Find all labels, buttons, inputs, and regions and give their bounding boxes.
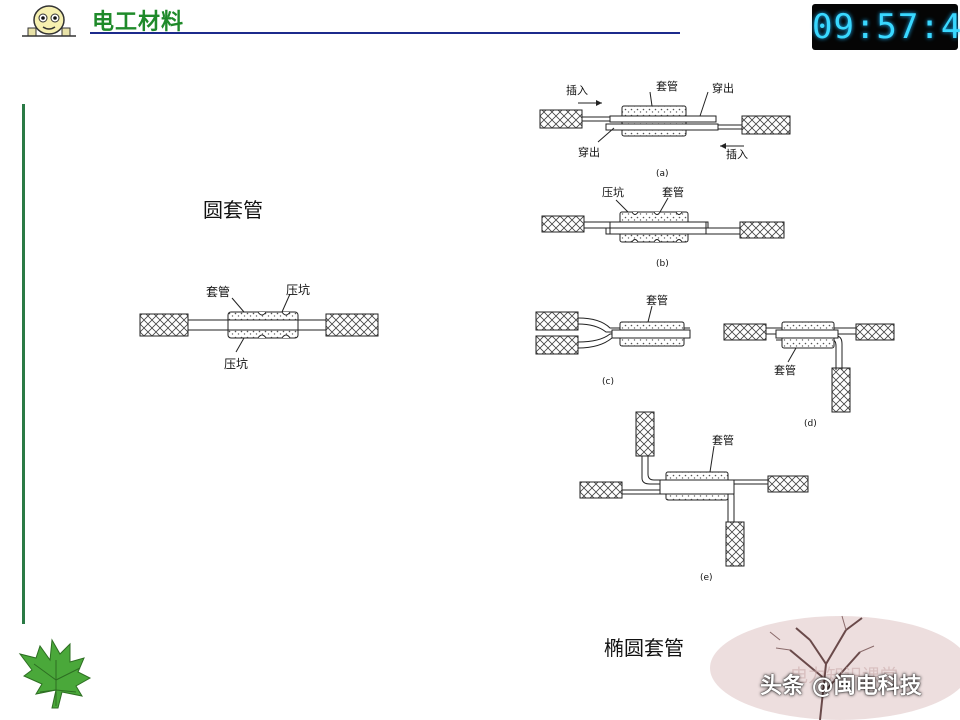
label-insert-right: 插入 (726, 147, 748, 161)
caption-b: (b) (656, 259, 669, 269)
label-sleeve-b: 套管 (662, 185, 684, 199)
oval-diagram-b: 压坑 套管 (b) (541, 185, 785, 269)
caption-d: (d) (804, 419, 817, 429)
watermark-ghost-text: 电力知识课堂 (790, 666, 898, 687)
side-rule (22, 104, 25, 624)
caption-c: (c) (602, 377, 614, 387)
oval-diagram-c: 套管 (c) (535, 293, 691, 387)
watermark-text: 头条 @闽电科技 (760, 674, 922, 699)
mascot-icon (22, 5, 76, 37)
label-through-right: 穿出 (712, 81, 734, 95)
oval-sleeve-heading: 椭圆套管 (604, 636, 684, 660)
title-underline (90, 32, 680, 34)
label-through-left: 穿出 (578, 145, 600, 159)
oval-diagram-d: 套管 (d) (723, 321, 895, 429)
caption-e: (e) (700, 573, 713, 583)
label-sleeve-e: 套管 (712, 433, 734, 447)
label-sleeve-d: 套管 (774, 363, 796, 377)
round-dent-label-bottom: 压坑 (224, 356, 248, 371)
round-sleeve-diagram: 套管 压坑 压坑 (139, 282, 379, 371)
oval-diagram-a: 插入 套管 穿出 穿出 插入 (a) (539, 79, 791, 179)
oval-diagram-e: 套管 (e) (579, 411, 809, 583)
round-sleeve-label: 套管 (206, 284, 230, 299)
label-insert-left: 插入 (566, 83, 588, 97)
maple-leaf-icon (18, 638, 92, 709)
round-dent-label-top: 压坑 (286, 282, 310, 297)
round-sleeve-heading: 圆套管 (203, 198, 263, 222)
label-sleeve-a: 套管 (656, 79, 678, 93)
caption-a: (a) (656, 169, 669, 179)
winter-tree-image (710, 615, 960, 720)
digital-clock: 09:57:47 (812, 4, 960, 50)
slide-title: 电工材料 (92, 10, 185, 35)
label-dent-b: 压坑 (602, 185, 624, 199)
label-sleeve-c: 套管 (646, 293, 668, 307)
